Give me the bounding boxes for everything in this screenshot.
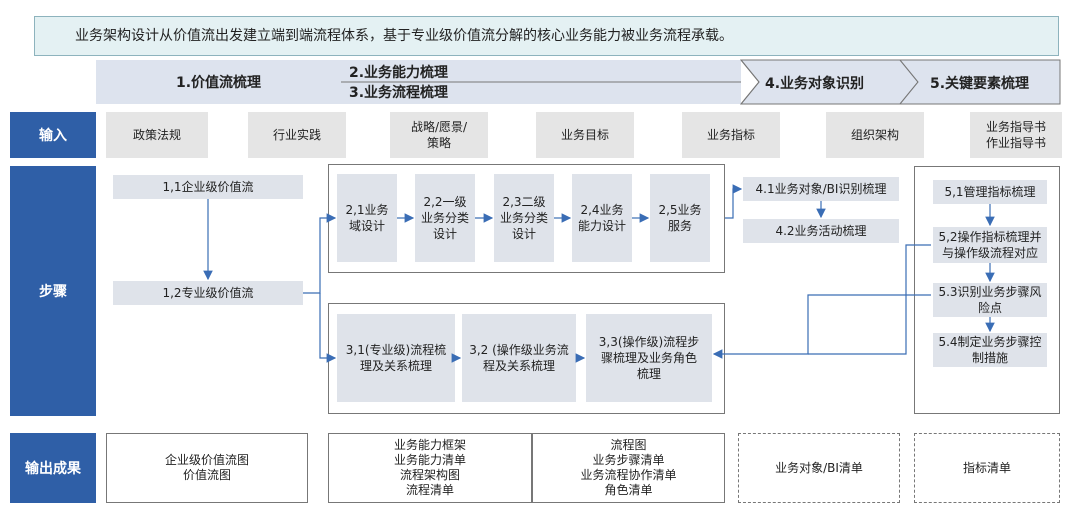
step-5-1: 5,1管理指标梳理: [933, 180, 1047, 204]
row-header-output: 输出成果: [10, 433, 96, 503]
step-5-4-label: 5.4制定业务步骤控 制措施: [938, 335, 1042, 365]
input-policy: 政策法规: [106, 112, 208, 158]
step-5-2: 5,2操作指标梳理并 与操作级流程对应: [933, 227, 1047, 263]
step-4-1: 4.1业务对象/BI识别梳理: [743, 177, 899, 201]
step-3-1-label: 3,1(专业级)流程梳 理及关系梳理: [345, 343, 447, 373]
phase-5-label: 5.关键要素梳理: [930, 76, 1030, 92]
step-5-3-label: 5.3识别业务步骤风 险点: [938, 285, 1042, 315]
step-2-4-label: 2,4业务 能力设计: [577, 203, 626, 233]
step-2-1: 2,1业务 域设计: [337, 174, 397, 262]
step-3-1: 3,1(专业级)流程梳 理及关系梳理: [337, 314, 455, 402]
input-org-structure: 组织架构: [826, 112, 924, 158]
step-2-5: 2,5业务 服务: [650, 174, 710, 262]
input-business-goal: 业务目标: [536, 112, 634, 158]
row-header-steps: 步骤: [10, 166, 96, 416]
summary-banner: 业务架构设计从价值流出发建立端到端流程体系，基于专业级价值流分解的核心业务能力被…: [34, 16, 1059, 56]
input-strategy: 战略/愿景/ 策略: [390, 112, 488, 158]
step-2-1-label: 2,1业务 域设计: [345, 203, 389, 233]
step-5-4: 5.4制定业务步骤控 制措施: [933, 333, 1047, 367]
output-capability-label: 业务能力框架 业务能力清单 流程架构图 流程清单: [393, 438, 466, 497]
output-metrics: 指标清单: [914, 433, 1060, 503]
step-5-2-label: 5,2操作指标梳理并 与操作级流程对应: [938, 230, 1042, 260]
step-2-3-label: 2,3二级 业务分类 设计: [499, 195, 548, 241]
phase-1: 1.价值流梳理: [96, 60, 341, 104]
input-guidebooks-label: 业务指导书 作业指导书: [985, 120, 1046, 150]
phase-1-label: 1.价值流梳理: [175, 75, 262, 91]
step-5-3: 5.3识别业务步骤风 险点: [933, 283, 1047, 317]
output-process-label: 流程图 业务步骤清单 业务流程协作清单 角色清单: [580, 438, 677, 497]
phase-3-label: 3.业务流程梳理: [349, 85, 449, 101]
output-business-object: 业务对象/BI清单: [738, 433, 900, 503]
row-header-input: 输入: [10, 112, 96, 158]
step-1-2: 1,2专业级价值流: [113, 281, 303, 305]
step-2-4: 2,4业务 能力设计: [572, 174, 632, 262]
step-1-1: 1,1企业级价值流: [113, 175, 303, 199]
step-3-3-label: 3,3(操作级)流程步 骤梳理及业务角色 梳理: [598, 335, 700, 381]
input-industry-practice: 行业实践: [248, 112, 346, 158]
output-value-stream-label: 企业级价值流图 价值流图: [164, 453, 249, 482]
step-3-2: 3,2 (操作级业务流 程及关系梳理: [462, 314, 576, 402]
step-2-2-label: 2,2一级 业务分类 设计: [420, 195, 469, 241]
step-4-2: 4.2业务活动梳理: [743, 219, 899, 243]
phase-2-label: 2.业务能力梳理: [349, 65, 449, 81]
step-2-3: 2,3二级 业务分类 设计: [494, 174, 554, 262]
step-2-2: 2,2一级 业务分类 设计: [415, 174, 475, 262]
input-guidebooks: 业务指导书 作业指导书: [970, 112, 1062, 158]
output-process: 流程图 业务步骤清单 业务流程协作清单 角色清单: [532, 433, 725, 503]
step-2-5-label: 2,5业务 服务: [658, 203, 702, 233]
output-value-stream: 企业级价值流图 价值流图: [106, 433, 308, 503]
input-strategy-label: 战略/愿景/ 策略: [410, 120, 468, 150]
step-3-3: 3,3(操作级)流程步 骤梳理及业务角色 梳理: [586, 314, 712, 402]
step-3-2-label: 3,2 (操作级业务流 程及关系梳理: [469, 343, 569, 373]
phase-4-label: 4.业务对象识别: [765, 76, 865, 92]
output-capability: 业务能力框架 业务能力清单 流程架构图 流程清单: [328, 433, 532, 503]
input-business-metric: 业务指标: [682, 112, 780, 158]
phase-divider-arrows: [341, 59, 1061, 105]
